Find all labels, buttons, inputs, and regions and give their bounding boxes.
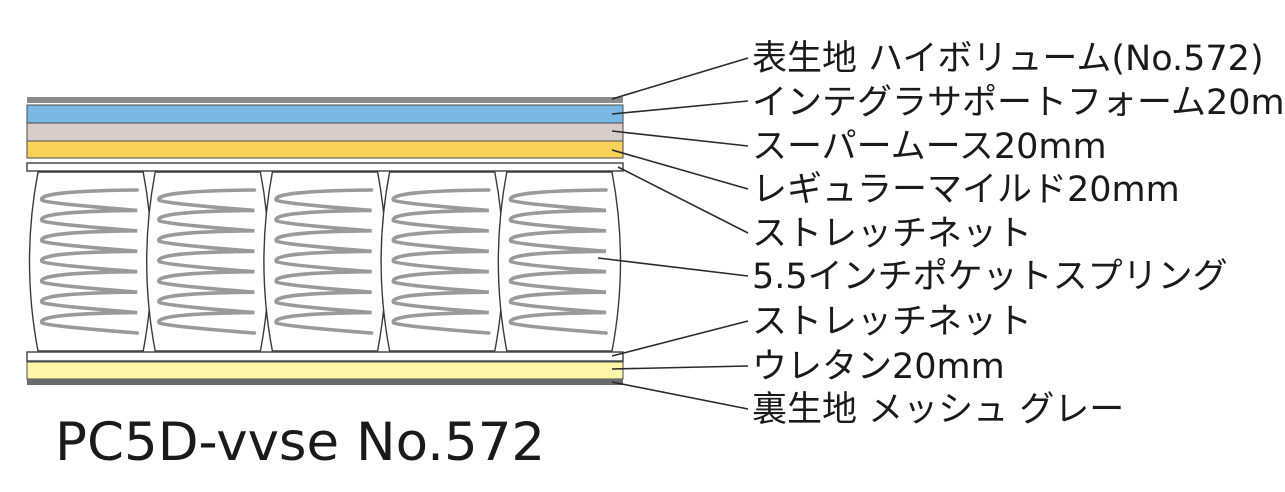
spring-coil	[391, 188, 491, 335]
layer-stretch-net-top	[26, 162, 624, 172]
leader-line-stretch-net-top	[617, 166, 749, 234]
label-stretch-net-top: ストレッチネット	[752, 214, 1032, 254]
label-regular-mild: レギュラーマイルド20mm	[752, 170, 1180, 210]
layer-super-moose	[26, 122, 624, 142]
layer-bottom-fabric	[27, 379, 623, 385]
leader-lines	[597, 57, 749, 410]
leader-line-integra-support-foam	[611, 100, 749, 115]
layer-top-fabric	[27, 97, 623, 103]
leader-line-top-fabric	[611, 57, 749, 100]
leader-line-pocket-spring	[597, 257, 749, 277]
label-urethane: ウレタン20mm	[752, 347, 1005, 387]
label-top-fabric: 表生地 ハイボリューム(No.572)	[752, 39, 1264, 79]
label-pocket-spring: 5.5インチポケットスプリング	[752, 257, 1228, 297]
leader-line-regular-mild	[611, 149, 749, 190]
leader-line-stretch-net-bottom	[611, 320, 749, 357]
leader-line-urethane	[611, 365, 749, 370]
spring-coil	[157, 188, 257, 335]
label-super-moose: スーパームース20mm	[752, 127, 1107, 167]
spring-coil	[508, 188, 608, 335]
layer-top-fabric-gap	[27, 103, 623, 105]
layer-urethane	[26, 361, 624, 380]
label-integra-support-foam: インテグラサポートフォーム20mm	[752, 83, 1285, 123]
pocket-spring-array	[28, 171, 622, 352]
spring-coil	[39, 188, 139, 335]
layer-stretch-net-bottom	[26, 351, 624, 362]
label-bottom-fabric: 裏生地 メッシュ グレー	[752, 390, 1124, 430]
layer-regular-mild	[26, 140, 624, 159]
leader-line-bottom-fabric	[611, 381, 749, 410]
model-name: PC5D-vvse No.572	[55, 412, 545, 473]
label-stretch-net-bottom: ストレッチネット	[752, 302, 1032, 342]
leader-line-super-moose	[611, 130, 749, 147]
layer-integra-support-foam	[26, 104, 624, 124]
spring-coil	[274, 188, 374, 335]
